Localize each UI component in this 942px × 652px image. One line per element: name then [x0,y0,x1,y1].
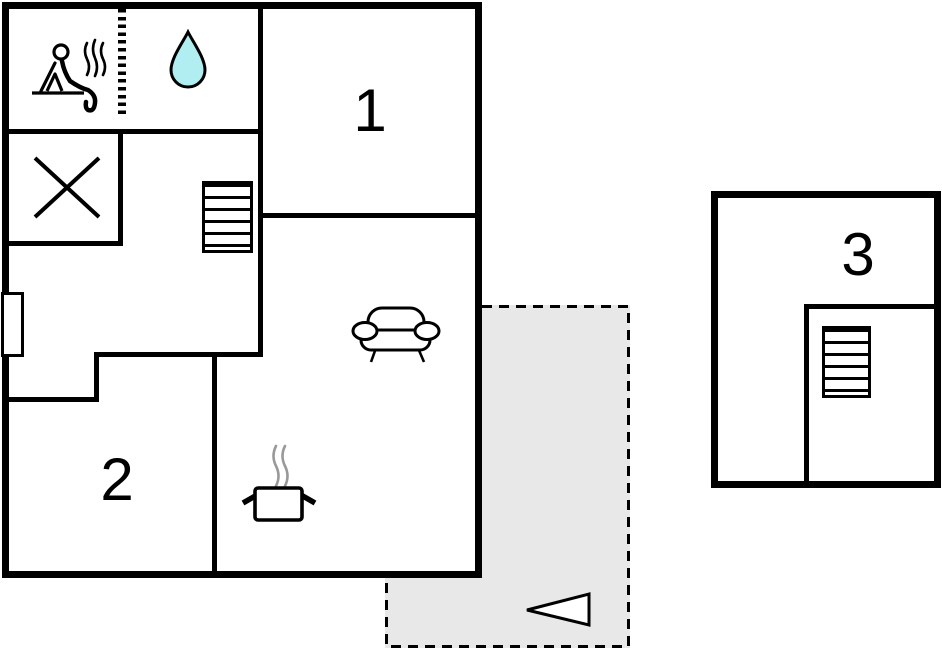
wall-closet-bottom [9,241,123,246]
terrace-fill [385,305,630,648]
wall-sauna-bottom [9,129,258,134]
room-2-label: 2 [100,446,134,513]
wall-room1-left [258,9,263,357]
sauna-dashed-partition [118,9,126,118]
wall-annex-stair-left [804,304,809,481]
terrace-dashed-outline [385,305,630,648]
sauna-steam-icon [83,38,107,78]
annex-building-outline [711,191,941,488]
wall-room2-step-vertical [94,352,99,402]
wall-room2-top [94,352,258,357]
wall-room2-step-horizontal [9,397,99,402]
wall-room1-bottom [263,213,475,218]
room-3-label: 3 [841,221,875,288]
main-building-outline [2,2,482,578]
x-mark-icon [33,156,101,219]
wall-annex-stair-top [804,304,934,309]
sofa-icon [351,306,441,363]
room-1-label: 1 [353,77,387,144]
stairs-main-icon [202,181,253,253]
cooking-pot-icon [241,444,317,522]
sauna-person-icon [32,43,98,113]
entrance-arrow-icon [526,592,591,627]
door-icon [1,292,24,357]
water-drop-icon [169,29,207,89]
wall-closet-right [118,129,123,246]
wall-room2-right [212,352,217,572]
stairs-annex-icon [822,326,871,398]
